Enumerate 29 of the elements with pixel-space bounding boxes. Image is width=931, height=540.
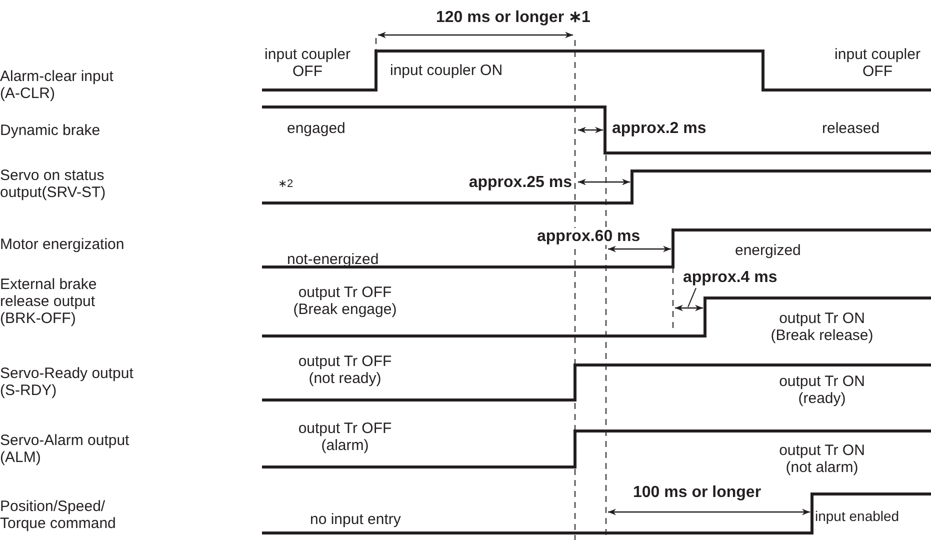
signal-name: External brake release output (BRK-OFF)	[0, 276, 98, 327]
footnote-mark: ∗2	[278, 177, 294, 192]
signal-name: Servo-Alarm output (ALM)	[0, 432, 130, 466]
state-label: output Tr OFF (not ready)	[297, 353, 393, 387]
state-label: output Tr OFF (alarm)	[297, 420, 393, 454]
state-label: input coupler OFF	[264, 46, 352, 80]
signal-name: Motor energization	[0, 236, 126, 253]
state-label: not-energized	[287, 251, 379, 268]
timing-label: 120 ms or longer ∗1	[436, 9, 590, 26]
signal-name: Servo on status output(SRV-ST)	[0, 167, 107, 201]
state-label: released	[822, 120, 880, 137]
timing-label: approx.2 ms	[612, 120, 706, 137]
state-label: output Tr OFF (Break engage)	[292, 284, 398, 318]
state-label: energized	[735, 242, 801, 259]
signal-name: Position/Speed/ Torque command	[0, 498, 117, 532]
state-label: output Tr ON (ready)	[778, 373, 866, 407]
state-label: engaged	[287, 120, 346, 137]
state-label: input coupler OFF	[834, 46, 922, 80]
state-label: output Tr ON (Break release)	[770, 310, 874, 344]
timing-label: approx.4 ms	[683, 269, 778, 286]
signal-name: Alarm-clear input (A-CLR)	[0, 68, 114, 102]
timing-label: approx.60 ms	[537, 228, 640, 245]
state-label: input coupler ON	[390, 62, 503, 79]
state-label: output Tr ON (not alarm)	[778, 442, 866, 476]
timing-label: 100 ms or longer	[633, 484, 762, 501]
signal-name: Dynamic brake	[0, 122, 102, 139]
signal-name: Servo-Ready output (S-RDY)	[0, 365, 134, 399]
state-label: input enabled	[815, 508, 900, 525]
state-label: no input entry	[310, 511, 401, 528]
